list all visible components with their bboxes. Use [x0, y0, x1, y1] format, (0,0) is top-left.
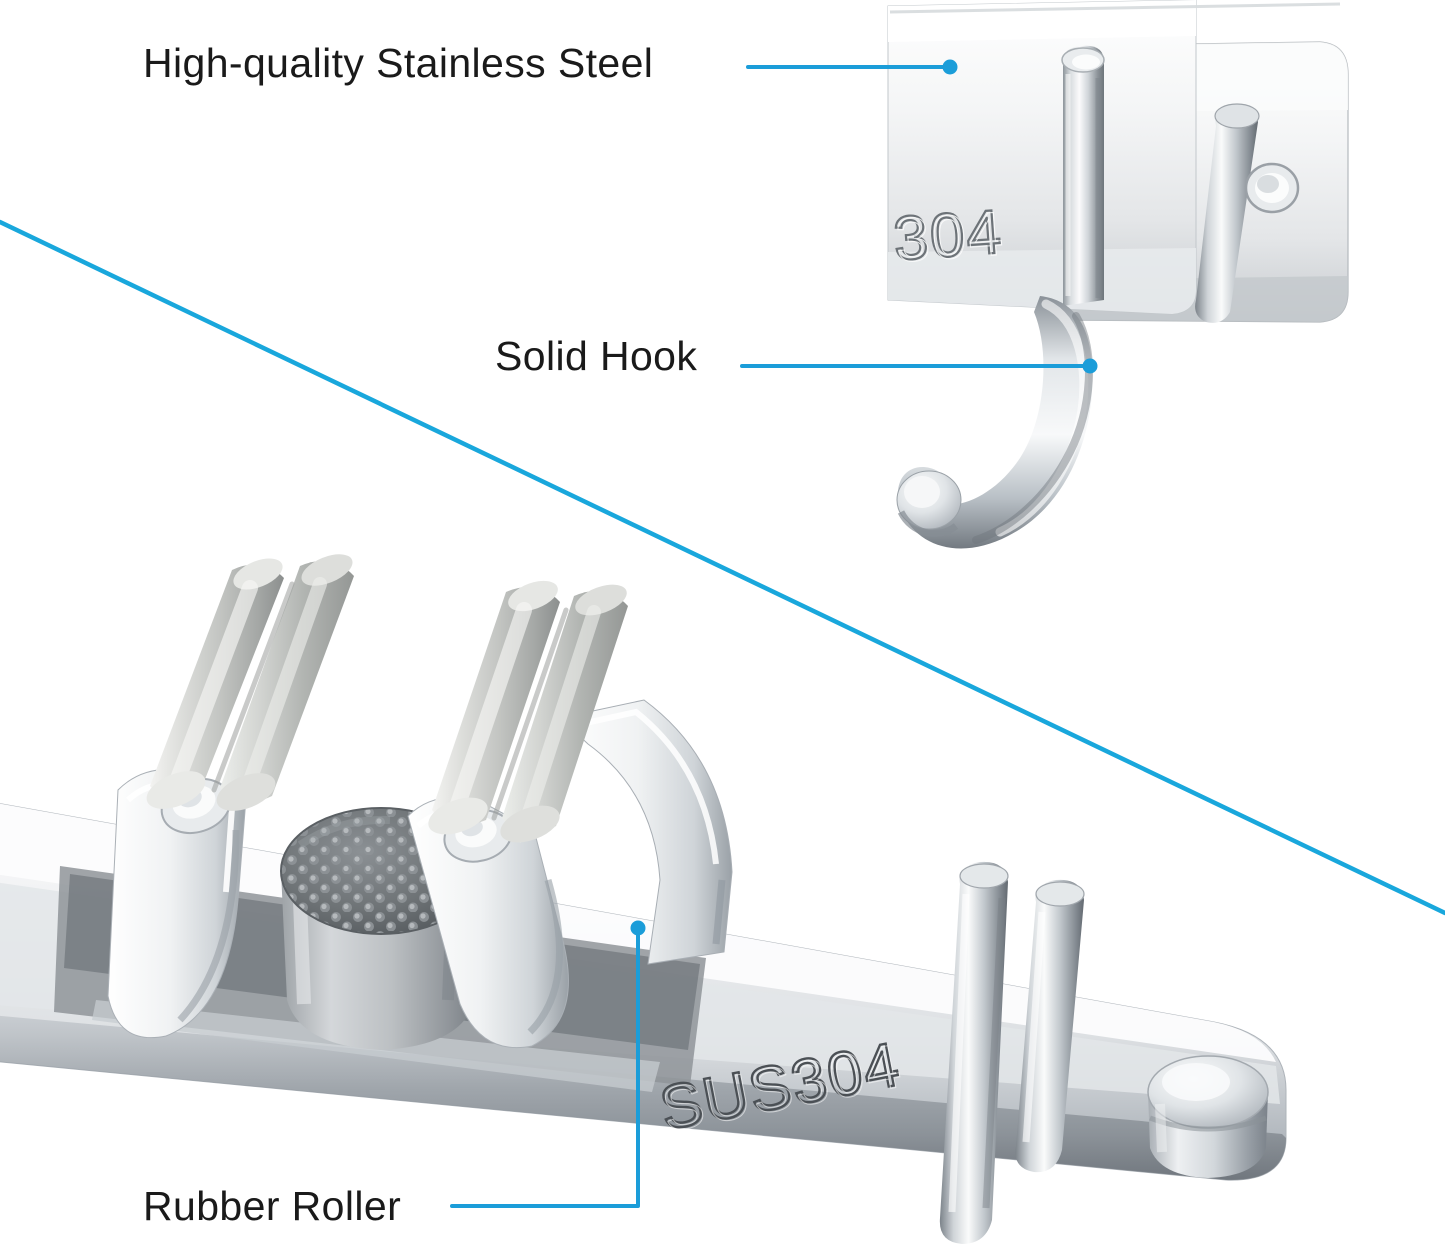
tube-hook — [1063, 45, 1104, 307]
u-hook — [939, 861, 1085, 1244]
screw-cap — [1147, 1055, 1269, 1178]
callout-leader-steel — [746, 59, 958, 75]
diagonal-separator — [0, 219, 1445, 916]
callout-dot-hook — [1082, 358, 1098, 374]
callout-dot-steel — [942, 59, 958, 75]
screw-post — [1195, 103, 1258, 323]
bottom-assembly: SUS304 SUS304 — [0, 554, 1287, 1244]
callout-label-stainless-steel: High-quality Stainless Steel — [143, 40, 654, 86]
engraving-304: 304 — [891, 197, 1005, 273]
roller-clip-left — [107, 554, 354, 1039]
clip-frame-right — [558, 699, 733, 965]
callout-label-rubber-roller: Rubber Roller — [143, 1183, 402, 1229]
top-assembly: 304 304 — [887, 0, 1349, 549]
callout-leader-roller — [450, 920, 646, 1208]
callout-dot-roller — [630, 920, 646, 936]
svg-text:304: 304 — [893, 199, 1007, 275]
callout-label-solid-hook: Solid Hook — [495, 333, 698, 379]
callout-leader-hook — [740, 358, 1098, 374]
roller-clip-right — [407, 580, 733, 1049]
